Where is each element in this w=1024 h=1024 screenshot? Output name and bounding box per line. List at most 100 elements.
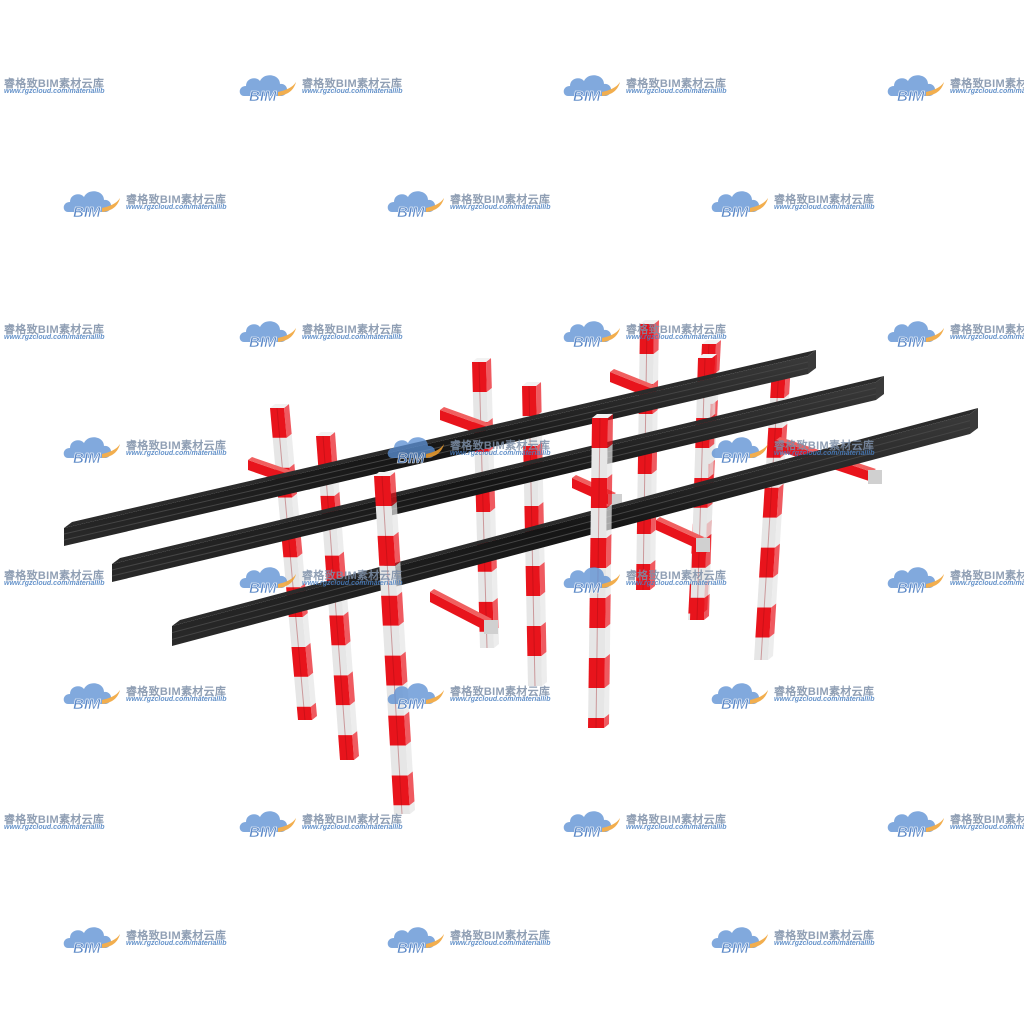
post-side — [286, 433, 295, 468]
watermark-title: 睿格致BIM素材云库 — [626, 570, 727, 582]
watermark: BIM睿格致BIM素材云库www.rgzcloud.com/materialli… — [0, 70, 140, 104]
post-cap — [270, 404, 289, 408]
post-segment — [316, 436, 333, 466]
rail-top — [64, 350, 816, 528]
logo-text: BIM — [249, 824, 277, 840]
bracket-top — [610, 369, 664, 392]
post-cap — [316, 432, 335, 436]
rail-2 — [111, 376, 884, 582]
post-side — [704, 593, 710, 620]
watermark-url: www.rgzcloud.com/materiallib — [4, 824, 105, 831]
rail-end — [970, 408, 978, 434]
post-side — [776, 483, 784, 518]
post-side — [607, 414, 613, 448]
post-side — [706, 503, 713, 538]
watermark-url: www.rgzcloud.com/materiallib — [126, 940, 227, 947]
post-segment — [389, 745, 408, 776]
post-segment — [636, 563, 651, 590]
watermark-title: 睿格致BIM素材云库 — [774, 194, 875, 206]
post-side — [486, 387, 493, 422]
watermark: BIM睿格致BIM素材云库www.rgzcloud.com/materialli… — [886, 70, 1024, 104]
logo-text: BIM — [249, 334, 277, 350]
post-segment — [322, 525, 339, 556]
watermark-url: www.rgzcloud.com/materiallib — [950, 334, 1024, 341]
post-segment — [375, 505, 394, 536]
logo-text: BIM — [397, 696, 425, 712]
rail-groove — [111, 387, 877, 571]
post-side — [653, 349, 659, 384]
post-segment — [472, 391, 488, 422]
watermark-url: www.rgzcloud.com/materiallib — [302, 824, 403, 831]
bim-cloud-logo-icon: BIM — [239, 321, 296, 350]
post-segment — [472, 362, 487, 392]
bim-cloud-logo-icon: BIM — [887, 321, 944, 350]
post-side — [491, 567, 498, 602]
bracket-clamp — [484, 620, 498, 634]
watermark: BIM睿格致BIM素材云库www.rgzcloud.com/materialli… — [0, 316, 140, 350]
post-cap — [522, 382, 541, 386]
watermark-title: 睿格致BIM素材云库 — [450, 440, 551, 452]
post-segment — [525, 565, 541, 596]
watermark: BIM 睿格致BIM素材云库www.rgzcloud.com/materialli… — [886, 806, 1024, 840]
watermark-url: www.rgzcloud.com/materiallib — [450, 940, 551, 947]
watermark-url: www.rgzcloud.com/materiallib — [302, 334, 403, 341]
post-side — [305, 643, 314, 677]
post-segment — [296, 706, 312, 720]
logo-text: BIM — [73, 450, 101, 466]
watermark-url: www.rgzcloud.com/materiallib — [950, 88, 1024, 95]
post-side — [540, 621, 547, 656]
watermark-title: 睿格致BIM素材云库 — [302, 570, 403, 582]
watermark-title: 睿格致BIM素材云库 — [950, 324, 1024, 336]
watermark: BIM睿格致BIM素材云库www.rgzcloud.com/materialli… — [0, 806, 140, 840]
logo-text: BIM — [897, 88, 925, 104]
logo-text: BIM — [721, 940, 749, 956]
post-segment — [590, 507, 607, 538]
watermark-title: 睿格致BIM素材云库 — [450, 686, 551, 698]
logo-text: BIM — [573, 824, 601, 840]
post-side — [297, 553, 306, 588]
watermark-url: www.rgzcloud.com/materiallib — [950, 824, 1024, 831]
rail-groove — [111, 393, 877, 577]
post-segment — [690, 567, 706, 598]
watermark-title: 睿格致BIM素材云库 — [626, 814, 727, 826]
watermark-url: www.rgzcloud.com/materiallib — [126, 450, 227, 457]
watermark-title: 睿格致BIM素材云库 — [950, 814, 1024, 826]
post-segment — [270, 408, 287, 438]
post-cap — [374, 472, 395, 476]
watermark-title: 睿格致BIM素材云库 — [126, 686, 227, 698]
post-side — [606, 503, 612, 538]
post-side — [536, 382, 542, 416]
post-segment — [479, 631, 494, 648]
post-segment — [294, 676, 311, 707]
post-side — [302, 613, 311, 648]
bracket-face — [656, 520, 700, 550]
post-side — [604, 683, 610, 718]
post-side — [404, 711, 411, 746]
logo-text: BIM — [897, 580, 925, 596]
post-side — [606, 473, 613, 508]
post-segment — [757, 577, 774, 608]
post-side — [336, 521, 344, 556]
post-segment — [527, 655, 542, 686]
post-side — [407, 771, 415, 806]
logo-text: BIM — [73, 204, 101, 220]
post-segment — [388, 715, 406, 746]
post-side — [769, 603, 777, 638]
bim-cloud-logo-icon: BIM — [887, 75, 944, 104]
logo-text: BIM — [897, 824, 925, 840]
post-segment — [382, 625, 401, 656]
rail-3 — [171, 408, 978, 646]
post-segment — [283, 557, 301, 588]
bim-cloud-logo-icon: BIM — [239, 75, 296, 104]
post-segment — [335, 705, 353, 736]
post-cap — [592, 414, 613, 418]
bim-cloud-logo-icon: BIM — [563, 567, 620, 596]
